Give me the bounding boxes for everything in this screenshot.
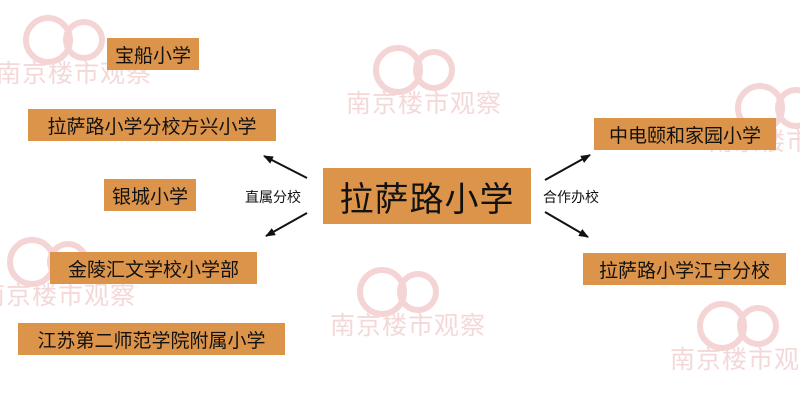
- school-node-baochuan: 宝船小学: [107, 38, 200, 70]
- school-node-jiangning-branch: 拉萨路小学江宁分校: [583, 253, 786, 285]
- relation-label-right: 合作办校: [543, 190, 599, 206]
- school-node-jiangsu-second-normal: 江苏第二师范学院附属小学: [18, 323, 285, 355]
- school-label: 拉萨路小学分校方兴小学: [47, 115, 257, 138]
- school-node-fangxing: 拉萨路小学分校方兴小学: [28, 109, 276, 141]
- center-node-label: 拉萨路小学: [339, 179, 515, 220]
- arrow-up-left: [263, 155, 308, 179]
- center-node: 拉萨路小学: [323, 168, 531, 224]
- arrow-down-left: [265, 212, 308, 237]
- school-label: 江苏第二师范学院附属小学: [37, 329, 266, 352]
- school-label: 拉萨路小学江宁分校: [598, 259, 770, 282]
- school-node-jinling-huiwen: 金陵汇文学校小学部: [50, 252, 257, 284]
- school-label: 银城小学: [112, 185, 189, 208]
- school-node-yincheng: 银城小学: [104, 179, 197, 211]
- relation-label-left: 直属分校: [245, 190, 301, 206]
- school-label: 金陵汇文学校小学部: [67, 258, 239, 281]
- school-label: 宝船小学: [115, 44, 192, 67]
- arrow-up-right: [544, 154, 591, 181]
- arrow-down-right: [544, 211, 589, 238]
- school-label: 中电颐和家园小学: [608, 124, 761, 147]
- school-node-zhongdian-yihe: 中电颐和家园小学: [594, 118, 776, 150]
